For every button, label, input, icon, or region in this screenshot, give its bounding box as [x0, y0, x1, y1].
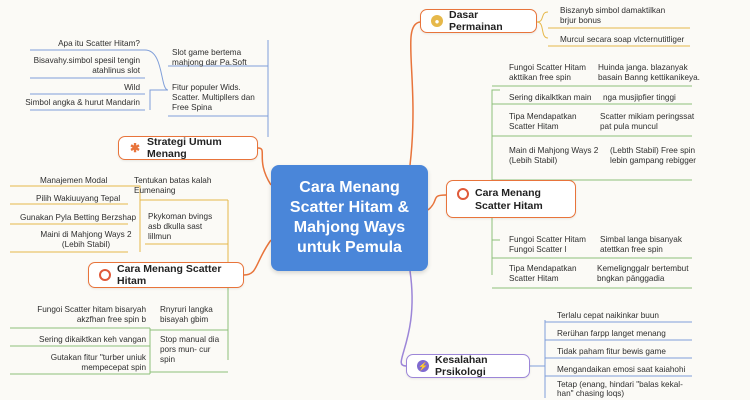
branch-label: Kesalahan Prsikologi: [435, 354, 488, 378]
leaf-kanan-3b: Scatter mikiam peringssat pat pula muncu…: [600, 112, 695, 131]
leaf-kiri-ul-4: Maini di Mahjong Ways 2 (Lebih Stabil): [40, 230, 132, 249]
central-topic[interactable]: Cara Menang Scatter Hitam & Mahjong Ways…: [271, 165, 428, 271]
leaf-kanan-4a: Main di Mahjong Ways 2 (Lebih Stabil): [509, 146, 599, 165]
leaf-strategi-left-2: Bisavahy.simbol spesil tengin atahlinus …: [33, 56, 140, 75]
branch-cara-menang-kanan[interactable]: Cara Menang Scatter Hitam: [446, 180, 576, 218]
connector-strategi: [257, 147, 272, 186]
leaf-kiri-lr-2: Stop manual dia pors mun- cur spin: [160, 335, 220, 364]
leaf-strategi-right-1: Slot game bertema mahjong dar Pa.Soft: [172, 48, 247, 67]
connector-dasar: [409, 21, 421, 166]
leaf-kanan-1a: Fungoi Scatter Hitam akttikan free spin: [509, 63, 586, 82]
leaf-kiri-lr-1: Rnyruri langka bisayah gbim: [160, 305, 213, 324]
leaf-kanan-3a: Tipa Mendapatkan Scatter Hitam: [509, 112, 577, 131]
branch-label: Cara Menang Scatter Hitam: [475, 187, 543, 212]
leaf-kiri-ur-1: Tentukan batas kalah Eumenaing: [134, 176, 212, 195]
connector-cara-kanan: [427, 194, 447, 211]
leaf-dasar-1: Biszanyb simbol damaktilkan brjur bonus: [560, 6, 666, 25]
leaf-kesalahan-2: Rerühan farpp langet menang: [557, 329, 666, 338]
leaf-kanan-6a: Tipa Mendapatkan Scatter Hitam: [509, 264, 577, 283]
leaf-kiri-ul-3: Gunakan Pyla Betting Berzshap: [20, 213, 137, 222]
branch-strategi-umum[interactable]: ✱ Strategi Umum Menang: [118, 136, 258, 160]
leaf-kesalahan-4: Mengandaikan emosi saat kaiahohi: [557, 365, 686, 374]
leaf-kanan-6b: Kemelignggalr bertembut bngkan pänggadia: [597, 264, 689, 283]
leaf-kiri-ul-2: Pilih Wakiuuyang Tepal: [36, 194, 121, 203]
leaf-kanan-1b: Huinda janga. blazanyak basain Banng ket…: [598, 63, 700, 82]
leaf-kanan-2b: nga musjipfier tinggi: [603, 93, 676, 102]
leaf-kiri-ll-1: Fungoi Scatter hitam bisaryah akzfhan fr…: [37, 305, 146, 324]
leaf-kiri-ul-1: Manajemen Modal: [40, 176, 108, 185]
branch-kesalahan-psikologi[interactable]: ⚡ Kesalahan Prsikologi: [406, 354, 530, 378]
gear-icon: ✱: [129, 141, 141, 155]
leaf-kanan-2a: Sering dikalktkan main: [509, 93, 592, 102]
leaf-kiri-ll-2: Sering dikaiktkan keh vangan: [39, 335, 146, 344]
leaf-strategi-left-1: Apa itu Scatter Hitam?: [58, 39, 140, 48]
branch-label: Cara Menang Scatter Hitam: [117, 263, 222, 287]
leaf-kanan-4b: (Lebth Stabil) Free spin lebin gampang r…: [610, 146, 697, 165]
leaf-kiri-ur-2: Pkykoman bvings asb dkulla sast lillmun: [148, 212, 213, 241]
connector-cara-kiri: [243, 239, 272, 276]
leaf-strategi-left-4: Simbol angka & hurut Mandarin: [25, 98, 140, 107]
leaf-kanan-5b: Simbal langa bisanyak atettkan free spin: [600, 235, 682, 254]
target-icon: [457, 188, 469, 200]
leaf-kanan-5a: Fungoi Scatter Hitam Fungoi Scatter l: [509, 235, 586, 254]
coin-icon: ●: [431, 15, 443, 27]
target-icon: [99, 269, 111, 281]
branch-cara-menang-kiri[interactable]: Cara Menang Scatter Hitam: [88, 262, 244, 288]
leaf-kesalahan-5: Tetap (enang, hindari "balas kekal- han"…: [557, 380, 683, 398]
leaf-dasar-2: Murcul secara soap vlcternutitliger: [560, 35, 685, 44]
lightning-icon: ⚡: [417, 360, 429, 372]
connector-kesalahan: [400, 270, 413, 367]
leaf-strategi-left-3: Wild: [124, 83, 140, 92]
leaf-kiri-ll-3: Gutakan fitur "turber uniuk mempecepat s…: [50, 353, 146, 372]
branch-dasar-permainan[interactable]: ● Dasar Permainan: [420, 9, 537, 33]
leaf-kesalahan-1: Terlalu cepat naikinkar buun: [557, 311, 659, 320]
leaf-kesalahan-3: Tidak paham fitur bewis game: [557, 347, 666, 356]
leaf-strategi-right-2: Fitur populer Wids. Scatter. Multipllers…: [172, 83, 255, 112]
branch-label: Dasar Permainan: [449, 9, 503, 33]
central-topic-title: Cara Menang Scatter Hitam & Mahjong Ways…: [289, 179, 410, 256]
branch-label: Strategi Umum Menang: [147, 136, 222, 160]
